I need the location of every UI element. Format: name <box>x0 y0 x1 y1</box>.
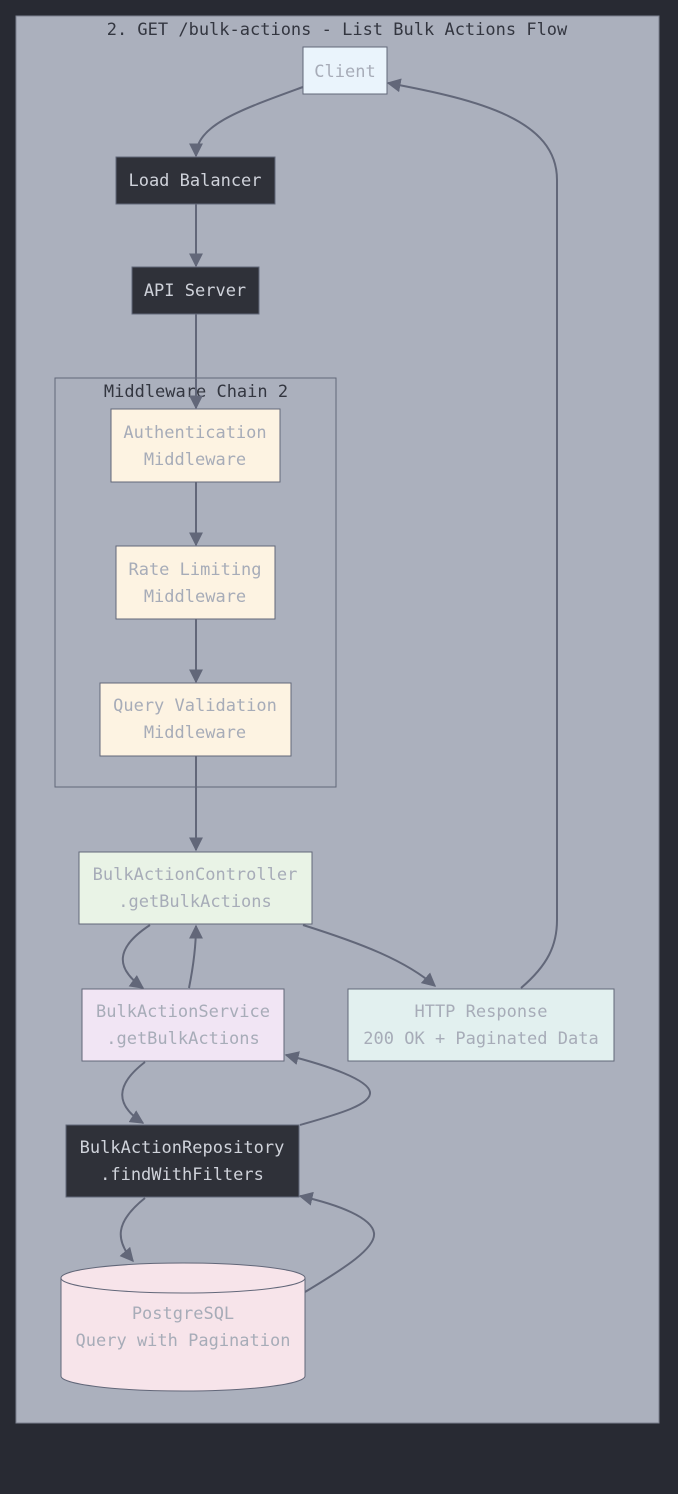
edge-client-to-loadbalancer <box>189 86 304 158</box>
node-controller-line-2: .getBulkActions <box>118 892 272 912</box>
node-response-line-1: HTTP Response <box>414 1002 547 1022</box>
node-repository-line-1: BulkActionRepository <box>80 1138 285 1158</box>
node-service: BulkActionService .getBulkActions <box>81 988 285 1062</box>
node-query-line-1: Query Validation <box>113 696 277 716</box>
node-service-line-1: BulkActionService <box>96 1002 270 1022</box>
edges <box>119 78 558 1293</box>
node-load-balancer: Load Balancer <box>115 156 276 205</box>
node-auth-line-1: Authentication <box>123 423 266 443</box>
node-controller-line-1: BulkActionController <box>93 865 298 885</box>
node-api-server: API Server <box>131 266 260 315</box>
edge-response-to-client <box>386 78 558 989</box>
node-authentication-middleware: Authentication Middleware <box>110 408 281 483</box>
edge-repository-to-service <box>284 1051 371 1126</box>
diagram-title: 2. GET /bulk-actions - List Bulk Actions… <box>107 20 568 40</box>
node-rate-limiting-middleware: Rate Limiting Middleware <box>115 545 276 620</box>
node-db-line-1: PostgreSQL <box>132 1304 234 1324</box>
node-service-line-2: .getBulkActions <box>106 1029 260 1049</box>
edge-service-to-repository <box>121 1061 146 1124</box>
node-controller: BulkActionController .getBulkActions <box>78 851 313 925</box>
node-client-label: Client <box>314 62 375 82</box>
node-api-server-label: API Server <box>144 281 246 301</box>
node-response-line-2: 200 OK + Paginated Data <box>363 1029 598 1049</box>
node-repository: BulkActionRepository .findWithFilters <box>65 1124 300 1198</box>
node-auth-line-2: Middleware <box>144 450 246 470</box>
node-db-line-2: Query with Pagination <box>76 1331 291 1351</box>
edge-controller-to-service <box>121 924 151 989</box>
node-client: Client <box>302 46 388 95</box>
node-query-validation-middleware: Query Validation Middleware <box>99 682 292 757</box>
node-postgresql: PostgreSQL Query with Pagination <box>60 1262 306 1392</box>
node-repository-line-2: .findWithFilters <box>100 1165 264 1185</box>
edge-repository-to-db <box>119 1197 146 1263</box>
node-rate-line-1: Rate Limiting <box>128 560 261 580</box>
edge-service-to-controller <box>188 924 203 989</box>
node-load-balancer-label: Load Balancer <box>128 171 261 191</box>
node-query-line-2: Middleware <box>144 723 246 743</box>
node-rate-line-2: Middleware <box>144 587 246 607</box>
edge-controller-to-response <box>302 924 437 987</box>
edge-db-to-repository <box>298 1191 376 1293</box>
node-http-response: HTTP Response 200 OK + Paginated Data <box>347 988 615 1062</box>
